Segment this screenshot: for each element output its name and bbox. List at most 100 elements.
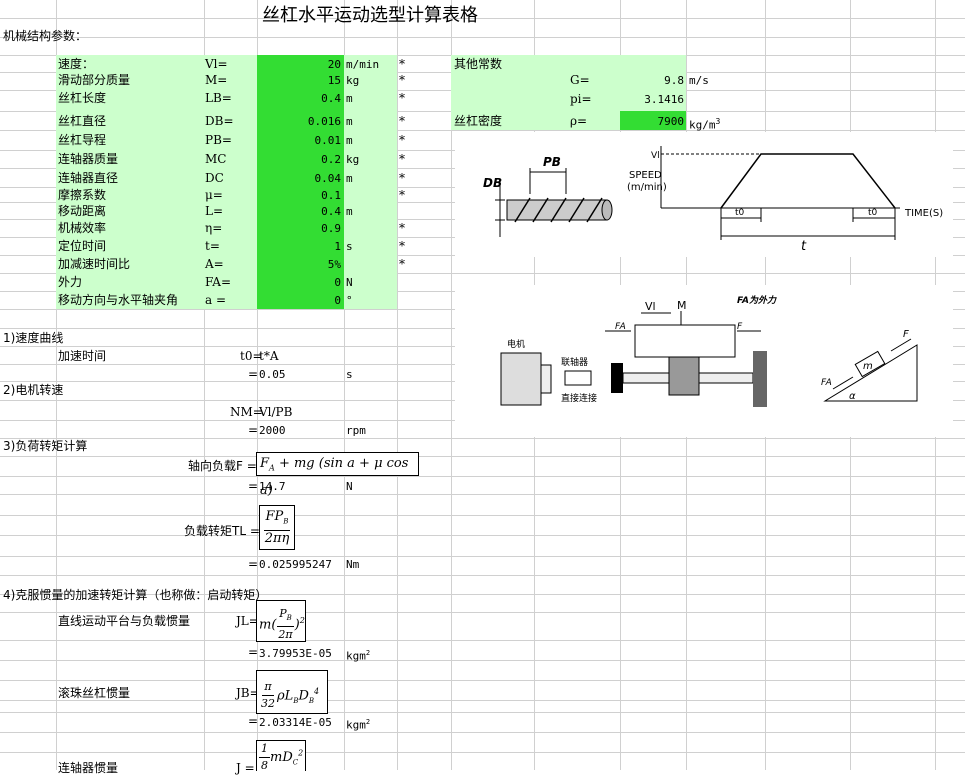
axial-eq: = bbox=[248, 479, 259, 493]
jb-symbol: JB= bbox=[236, 686, 260, 700]
jl-symbol: JL= bbox=[236, 614, 259, 628]
jb-value[interactable]: 2.03314E-05 bbox=[259, 716, 332, 729]
param-value[interactable]: 15 bbox=[327, 74, 341, 87]
rho-value[interactable]: 7900 bbox=[657, 115, 685, 128]
rho-unit-exp: 3 bbox=[715, 117, 721, 126]
param-value[interactable]: 0.4 bbox=[321, 92, 341, 105]
section-2-title: 2)电机转速 bbox=[3, 383, 64, 397]
param-label: 连轴器直径 bbox=[58, 171, 119, 185]
drive-illustration: 电机 联轴器 直接连接 Vl M FA F FA为外力 bbox=[500, 295, 777, 407]
jl-value[interactable]: 3.79953E-05 bbox=[259, 647, 332, 660]
external-force-note: FA为外力 bbox=[737, 295, 777, 306]
param-label: 移动方向与水平轴夹角 bbox=[58, 293, 179, 307]
param-value[interactable]: 0.2 bbox=[321, 153, 341, 166]
param-required-mark: * bbox=[399, 257, 405, 271]
rho-unit-text: kg/m bbox=[689, 118, 716, 132]
t0-value[interactable]: 0.05 bbox=[259, 368, 286, 381]
param-unit: m bbox=[346, 134, 353, 147]
param-unit: m bbox=[346, 92, 353, 105]
param-unit: m bbox=[346, 172, 353, 185]
param-value[interactable]: 0.016 bbox=[307, 115, 341, 128]
param-value[interactable]: 0 bbox=[334, 294, 341, 307]
param-symbol: Vl= bbox=[205, 57, 228, 71]
param-required-mark: * bbox=[399, 188, 405, 202]
param-symbol: PB= bbox=[205, 133, 232, 147]
constants-header: 其他常数 bbox=[454, 57, 503, 71]
param-required-mark: * bbox=[399, 57, 405, 71]
param-value[interactable]: 0.04 bbox=[314, 172, 342, 185]
param-value[interactable]: 0.1 bbox=[321, 189, 341, 202]
param-symbol: L= bbox=[205, 204, 224, 218]
db-label: DB bbox=[483, 176, 502, 190]
param-value[interactable]: 0 bbox=[334, 276, 341, 289]
axial-load-value[interactable]: 14.7 bbox=[259, 480, 286, 493]
param-value[interactable]: 0.01 bbox=[314, 134, 342, 147]
param-label: 丝杠长度 bbox=[58, 91, 107, 105]
incline-mass-label: m bbox=[863, 361, 873, 372]
coupler-label: 联轴器 bbox=[561, 356, 588, 368]
incline-alpha-label: α bbox=[849, 391, 856, 402]
fa-arrow-label: FA bbox=[615, 322, 626, 332]
nm-eq: = bbox=[248, 423, 259, 437]
param-required-mark: * bbox=[399, 152, 405, 166]
nm-formula: Vl/PB bbox=[259, 405, 293, 419]
param-unit: N bbox=[346, 276, 353, 289]
vl-arrow-label: Vl bbox=[645, 300, 656, 313]
param-label: 摩擦系数 bbox=[58, 188, 107, 202]
param-unit: ° bbox=[346, 294, 353, 307]
param-unit: m/min bbox=[346, 58, 380, 71]
param-label: 丝杠直径 bbox=[58, 114, 107, 128]
nm-value[interactable]: 2000 bbox=[259, 424, 286, 437]
param-value[interactable]: 0.4 bbox=[321, 205, 341, 218]
f-arrow-label: F bbox=[737, 322, 743, 332]
speed-curve: Vl SPEED (m/min) t0 t0 TIME(S) t bbox=[627, 146, 943, 254]
param-label: 机械效率 bbox=[58, 221, 107, 235]
screw-illustration: DB PB bbox=[483, 155, 613, 237]
param-required-mark: * bbox=[399, 221, 405, 235]
screw-speed-diagram: DB PB Vl SPEED (m/min) t0 t0 TIME(S) t bbox=[455, 132, 953, 257]
load-torque-value[interactable]: 0.025995247 bbox=[259, 558, 332, 571]
jb-label: 滚珠丝杠惯量 bbox=[58, 686, 131, 700]
axial-load-formula: FA + mg (sin a + μ cos a) bbox=[256, 452, 419, 498]
t-label: t bbox=[801, 239, 807, 254]
param-unit: s bbox=[346, 240, 353, 253]
pi-symbol: pi= bbox=[570, 92, 592, 106]
section-mech-params: 机械结构参数： bbox=[3, 29, 88, 43]
jl-label: 直线运动平台与负载惯量 bbox=[58, 614, 191, 628]
g-value[interactable]: 9.8 bbox=[664, 74, 684, 87]
param-unit: kg bbox=[346, 74, 360, 87]
param-symbol: DB= bbox=[205, 114, 234, 128]
param-value[interactable]: 0.9 bbox=[321, 222, 341, 235]
incline-fa-label: FA bbox=[821, 378, 832, 388]
param-required-mark: * bbox=[399, 239, 405, 253]
param-value[interactable]: 5% bbox=[327, 258, 341, 271]
nm-symbol: NM= bbox=[230, 405, 263, 419]
axial-load-unit: N bbox=[346, 480, 353, 493]
incline-illustration: m F FA α bbox=[821, 329, 918, 402]
load-torque-label: 负载转矩TL = bbox=[184, 524, 260, 538]
param-symbol: FA= bbox=[205, 275, 232, 289]
t0-left-label: t0 bbox=[735, 208, 745, 218]
jb-unit: kgm2 bbox=[346, 718, 371, 732]
params-value-bg bbox=[257, 55, 344, 309]
rho-unit: kg/m3 bbox=[689, 113, 720, 134]
pb-label: PB bbox=[543, 155, 561, 169]
param-required-mark: * bbox=[399, 171, 405, 185]
param-unit: kg bbox=[346, 153, 360, 166]
params-unit-bg bbox=[344, 55, 397, 309]
param-value[interactable]: 20 bbox=[327, 58, 341, 71]
param-value[interactable]: 1 bbox=[334, 240, 341, 253]
param-label: 滑动部分质量 bbox=[58, 73, 131, 87]
t0-symbol: t0= bbox=[240, 349, 263, 363]
param-label: 移动距离 bbox=[58, 204, 107, 218]
param-label: 丝杠导程 bbox=[58, 133, 107, 147]
t0-eq: = bbox=[248, 367, 259, 381]
param-symbol: MC bbox=[205, 152, 227, 166]
jl-eq: = bbox=[248, 645, 259, 659]
speed-unit-label: (m/min) bbox=[627, 182, 667, 193]
pi-value[interactable]: 3.1416 bbox=[644, 93, 684, 106]
